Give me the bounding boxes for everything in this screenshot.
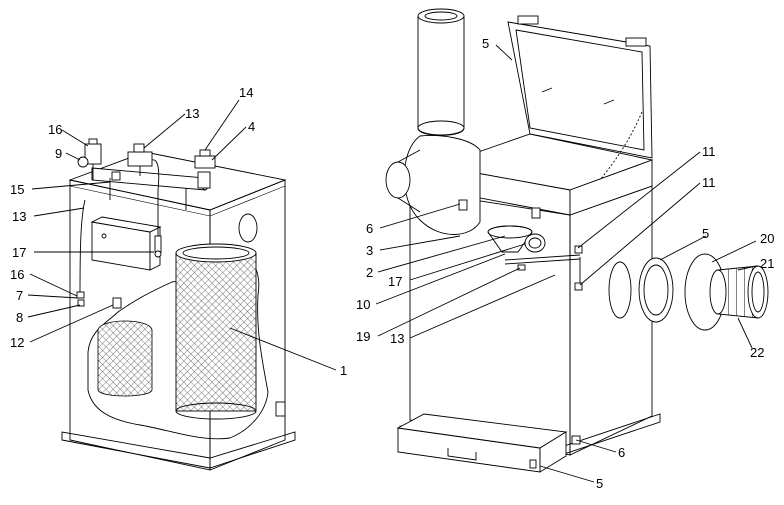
lid-chain [599, 111, 643, 181]
fitting [76, 291, 85, 299]
callout-16: 16 [10, 267, 24, 282]
callout-5-drawer: 5 [596, 476, 603, 491]
left-top-panel [68, 151, 287, 211]
cyclone-elbow [403, 135, 481, 235]
filter-cartridge [175, 252, 257, 412]
inlet-duct [417, 15, 465, 136]
left-side-port [238, 213, 258, 243]
right-side-panel [569, 185, 653, 456]
callout-12: 12 [10, 335, 24, 350]
callout-18: 16 [48, 122, 62, 137]
callout-2: 2 [366, 265, 373, 280]
callout-5-gasket: 5 [702, 226, 709, 241]
rear-filter-cartridge [97, 320, 153, 397]
gasket-ring [638, 257, 674, 323]
callout-17-right: 17 [388, 274, 402, 289]
callout-5-lid: 5 [482, 36, 489, 51]
right-leader-lines [375, 44, 757, 483]
callout-13-top: 13 [185, 106, 199, 121]
callout-15: 15 [10, 182, 24, 197]
air-header-pipe [91, 167, 206, 191]
sensor [112, 297, 122, 309]
callout-6-drawer: 6 [618, 445, 625, 460]
diaphragm-valve [194, 155, 216, 169]
callout-11-lower: 11 [702, 175, 716, 190]
callout-13-right: 13 [390, 331, 404, 346]
pressure-gauge [77, 156, 89, 168]
cutaway-opening [87, 256, 269, 440]
callout-22: 22 [750, 345, 764, 360]
callout-20: 20 [760, 231, 774, 246]
solenoid-valve [127, 151, 153, 167]
callout-17-left: 17 [12, 245, 26, 260]
callout-14: 14 [239, 85, 253, 100]
callout-6-top: 6 [366, 221, 373, 236]
callout-7: 7 [16, 288, 23, 303]
left-dust-collector [61, 138, 296, 471]
callout-13-left: 13 [12, 209, 26, 224]
callout-4: 4 [248, 119, 255, 134]
callout-10: 10 [356, 297, 370, 312]
callout-3: 3 [366, 243, 373, 258]
callout-labels: 16 9 15 13 17 16 7 8 12 13 14 4 1 5 6 3 … [10, 36, 774, 491]
callout-11-upper: 11 [702, 144, 716, 159]
side-porthole [608, 261, 632, 319]
left-leader-lines [27, 99, 337, 371]
pneumatic-tube [151, 159, 160, 238]
callout-8: 8 [16, 310, 23, 325]
callout-21: 21 [760, 256, 774, 271]
callout-19: 19 [356, 329, 370, 344]
callout-1: 1 [340, 363, 347, 378]
callout-9: 9 [55, 146, 62, 161]
right-dust-collector [385, 8, 769, 473]
